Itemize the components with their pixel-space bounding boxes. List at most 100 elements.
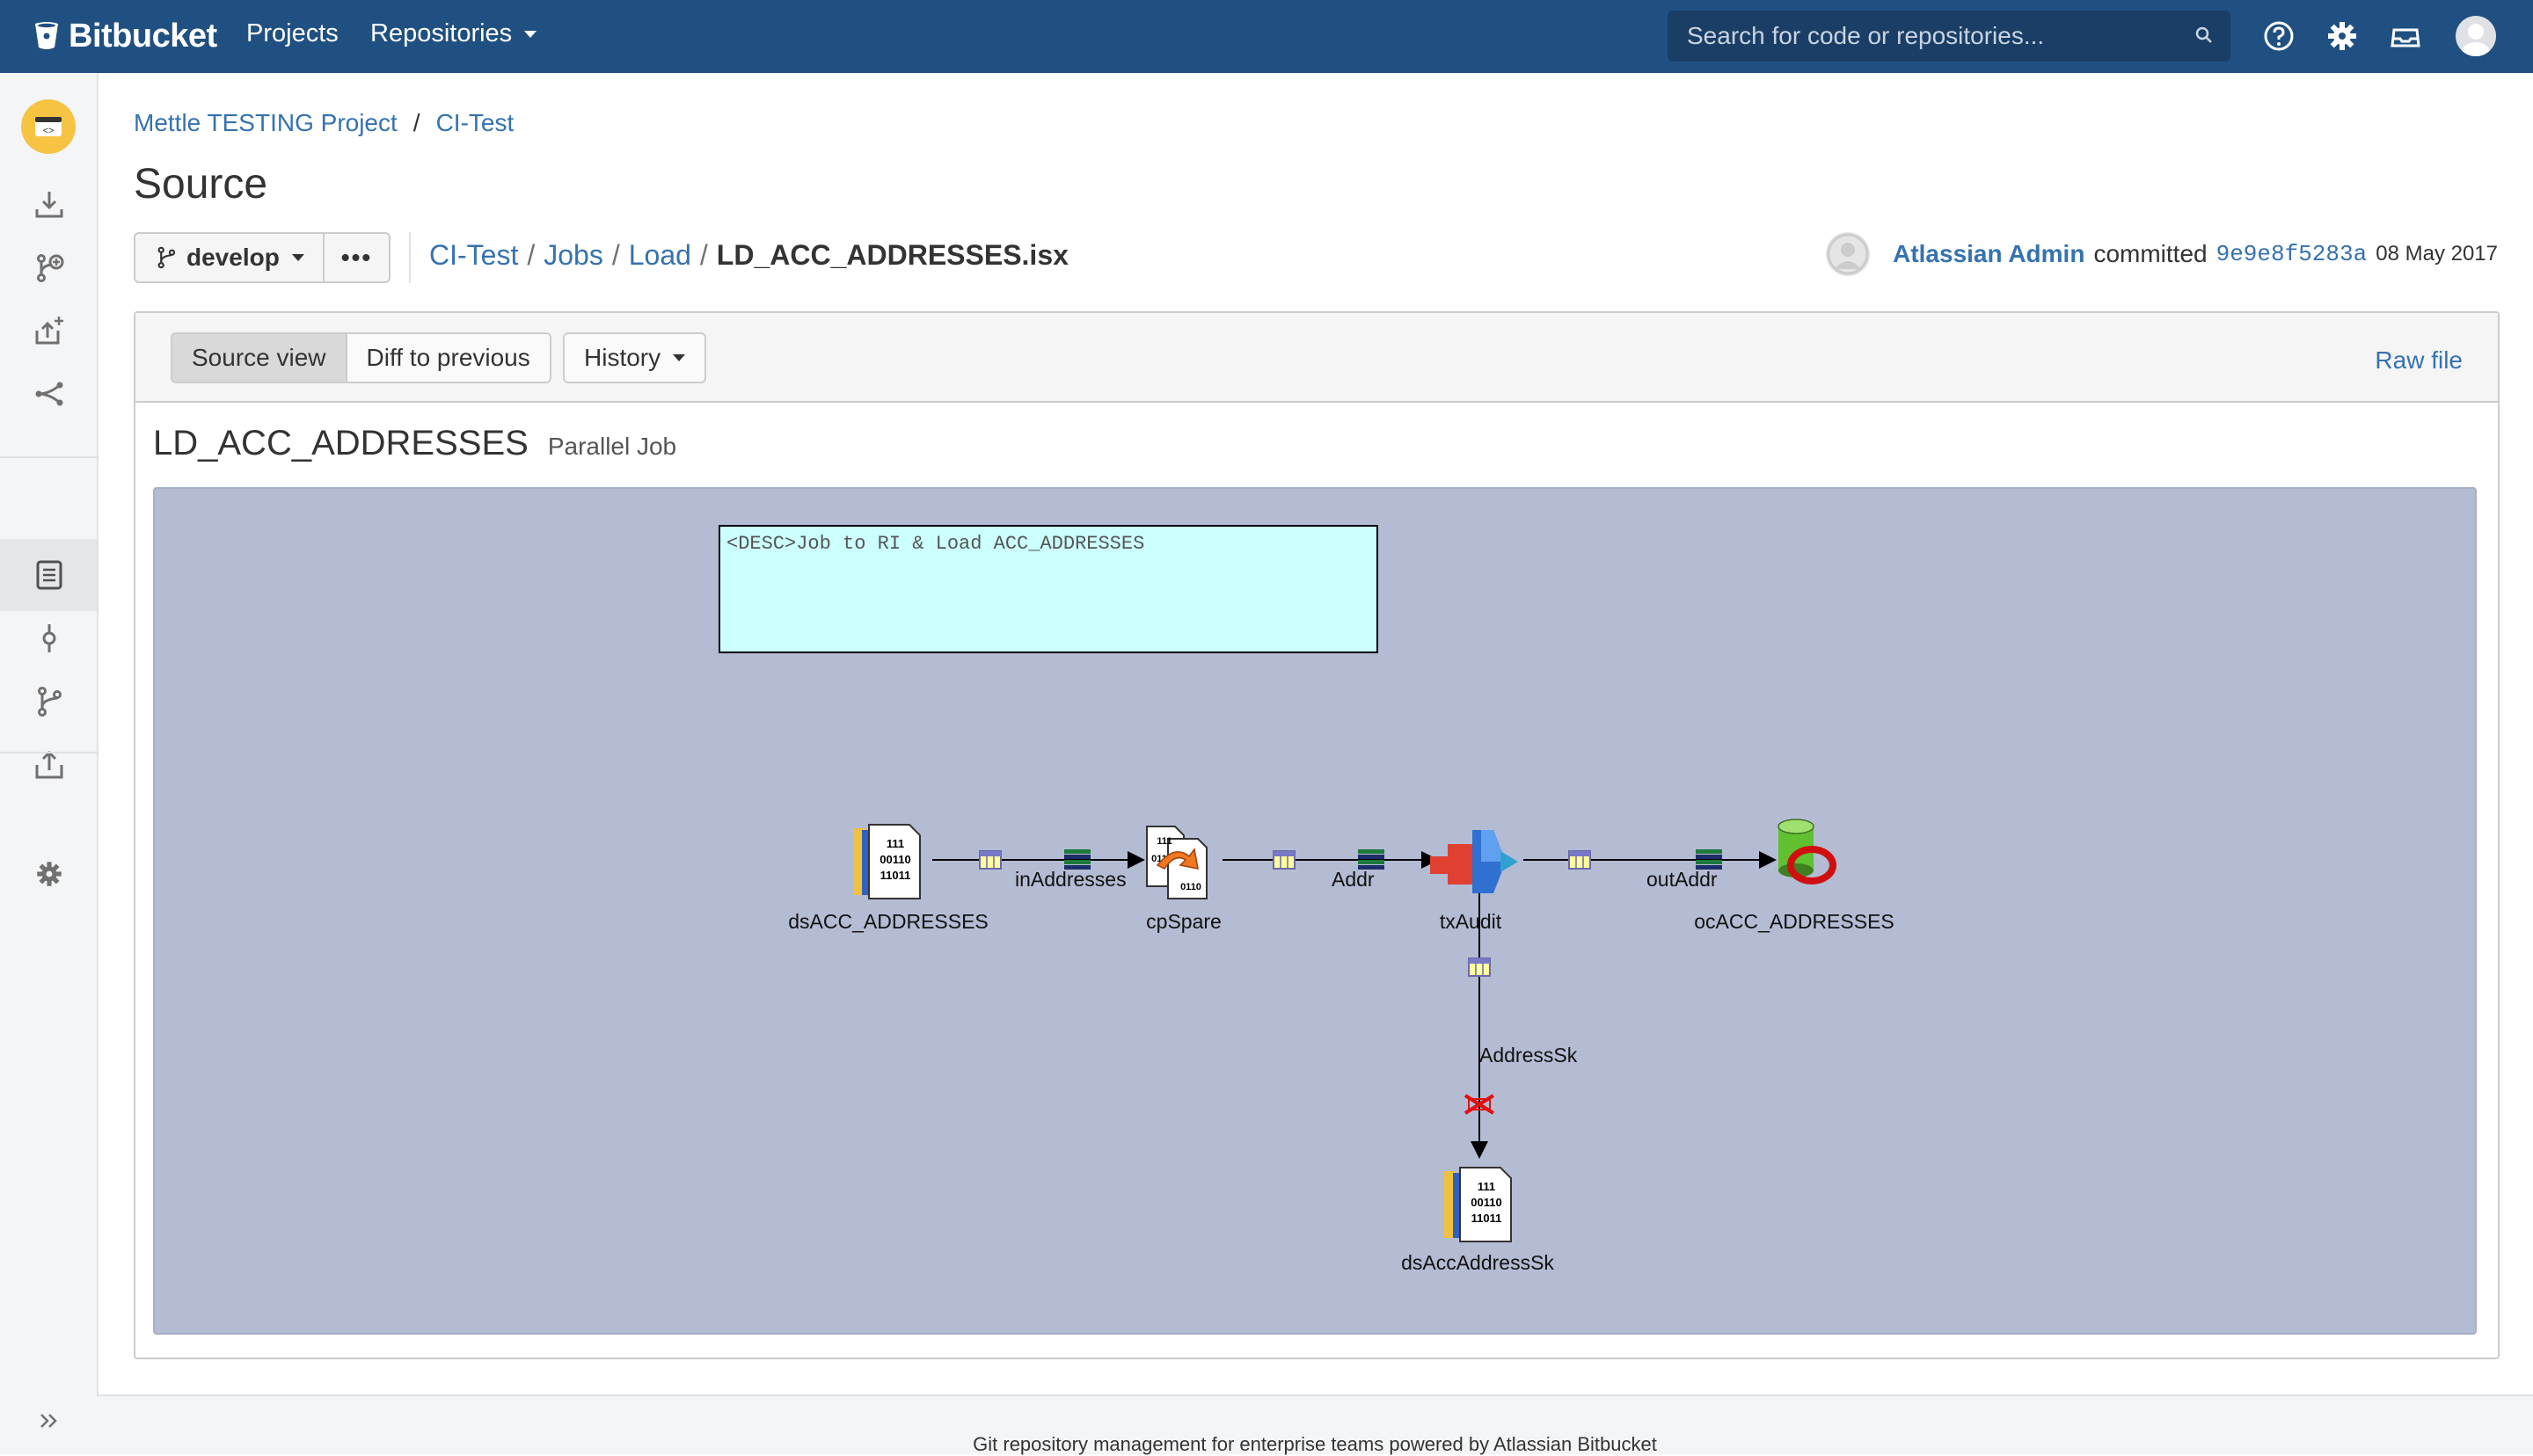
footer	[97, 1396, 2533, 1454]
search-input[interactable]	[1685, 21, 2181, 51]
search-box[interactable]	[1668, 11, 2230, 62]
breadcrumb-repo[interactable]: CI-Test	[435, 109, 515, 136]
nav-repositories-label: Repositories	[370, 19, 513, 47]
path-separator: /	[699, 239, 708, 271]
expand-sidebar-icon[interactable]	[29, 1401, 69, 1441]
gear-icon[interactable]	[2324, 18, 2361, 55]
transformer-stage-icon[interactable]	[1430, 830, 1518, 893]
nav-repositories[interactable]: Repositories	[370, 19, 537, 48]
path-segment[interactable]: CI-Test	[429, 239, 519, 271]
sidebar-separator	[0, 752, 97, 753]
history-label: History	[584, 344, 661, 371]
footer-text: Git repository management for enterprise…	[973, 1433, 1657, 1455]
file-icon-text: 11011	[880, 869, 911, 882]
branches-icon[interactable]	[29, 681, 69, 722]
path-segment[interactable]: Load	[628, 239, 691, 271]
breadcrumb-project[interactable]: Mettle TESTING Project	[134, 109, 398, 136]
branch-selector: develop •••	[134, 232, 391, 283]
inbox-icon[interactable]	[2387, 18, 2424, 55]
commit-hash[interactable]: 9e9e8f5283a	[2215, 241, 2368, 267]
chevron-down-icon	[291, 254, 304, 261]
help-icon[interactable]	[2260, 18, 2297, 55]
dataset-stage-icon[interactable]: 111 00110 11011	[1444, 1167, 1512, 1242]
page-title: Source	[134, 161, 268, 207]
dataset-stage-icon[interactable]: 111 00110 11011	[853, 824, 921, 899]
source-view-button[interactable]: Source view	[172, 334, 347, 382]
raw-file-link[interactable]: Raw file	[2375, 346, 2463, 374]
footer-separator	[97, 1394, 2533, 1396]
job-type: Parallel Job	[547, 433, 677, 460]
file-icon-text: 00110	[880, 853, 910, 866]
svg-text:<>: <>	[43, 126, 55, 136]
job-name: LD_ACC_ADDRESSES	[153, 424, 529, 462]
commits-icon[interactable]	[29, 618, 69, 659]
link-marker	[1273, 850, 1296, 870]
chevron-down-icon	[524, 30, 537, 38]
commit-verb: committed	[2093, 240, 2208, 267]
bitbucket-logo[interactable]: Bitbucket	[33, 16, 217, 56]
database-stage-icon[interactable]	[1777, 819, 1836, 885]
link-label: inAddresses	[1015, 868, 1127, 891]
partition-marker	[1358, 849, 1384, 870]
pull-requests-icon[interactable]	[29, 745, 69, 785]
code-repo-icon: <>	[21, 99, 76, 154]
author-avatar[interactable]	[1826, 232, 1871, 276]
link-marker	[1468, 957, 1491, 977]
link-label: outAddr	[1646, 868, 1718, 891]
logo-text: Bitbucket	[69, 17, 217, 55]
link-marker	[1568, 850, 1591, 870]
history-dropdown[interactable]: History	[563, 332, 707, 383]
nav-projects[interactable]: Projects	[246, 19, 339, 47]
breadcrumb-separator: /	[412, 109, 420, 136]
file-icon-text: 111	[1478, 1180, 1495, 1193]
divider	[409, 232, 411, 283]
link-marker	[979, 850, 1002, 870]
settings-icon[interactable]	[29, 854, 69, 894]
chevron-down-icon	[673, 354, 686, 361]
view-mode-toggle: Source view Diff to previous	[171, 332, 551, 383]
copy-icon-text: 111	[1157, 836, 1172, 847]
stage-label: txAudit	[1440, 910, 1502, 933]
last-commit-info: Atlassian Admin committed 9e9e8f5283a 08…	[1826, 232, 2498, 276]
copy-stage-icon[interactable]: 111 011 0110	[1146, 826, 1208, 899]
branch-dropdown[interactable]: develop	[135, 234, 325, 281]
stage-label: dsACC_ADDRESSES	[788, 910, 989, 933]
file-icon-text: 111	[887, 837, 904, 850]
stage-label: dsAccAddressSk	[1401, 1251, 1554, 1274]
fork-icon[interactable]	[29, 374, 69, 414]
job-diagram: <DESC>Job to RI & Load ACC_ADDRESSES	[719, 525, 1894, 1274]
partition-marker	[1064, 849, 1091, 870]
commit-date: 08 May 2017	[2376, 242, 2498, 266]
user-icon	[1827, 233, 1869, 275]
diff-to-previous-button[interactable]: Diff to previous	[347, 334, 550, 382]
create-pull-request-icon[interactable]	[29, 310, 69, 351]
job-header: LD_ACC_ADDRESSES Parallel Job	[153, 424, 676, 463]
partition-marker	[1696, 849, 1722, 870]
copy-icon-text: 0110	[1180, 882, 1201, 892]
file-icon-text: 11011	[1471, 1212, 1502, 1225]
file-path: CI-Test / Jobs / Load / LD_ACC_ADDRESSES…	[429, 239, 1069, 272]
link-label: AddressSk	[1479, 1044, 1578, 1067]
user-avatar[interactable]	[2456, 16, 2496, 56]
search-icon[interactable]	[2194, 25, 2215, 46]
path-segment[interactable]: Jobs	[544, 239, 603, 271]
user-icon	[2462, 24, 2490, 56]
file-icon-text: 00110	[1471, 1196, 1501, 1209]
file-toolbar: Source view Diff to previous History Raw…	[135, 313, 2498, 403]
more-actions-button[interactable]: •••	[340, 244, 373, 271]
sidebar: <>	[0, 73, 99, 1454]
job-diagram-canvas: <DESC>Job to RI & Load ACC_ADDRESSES	[153, 487, 2477, 1335]
bitbucket-icon	[35, 22, 58, 49]
clone-icon[interactable]	[29, 184, 69, 224]
repository-avatar[interactable]: <>	[21, 99, 76, 154]
link-label: Addr	[1332, 868, 1375, 891]
sidebar-separator	[0, 456, 97, 458]
path-separator: /	[527, 239, 536, 271]
current-file-name: LD_ACC_ADDRESSES.isx	[716, 239, 1069, 271]
source-icon[interactable]	[29, 555, 69, 595]
path-separator: /	[611, 239, 620, 271]
description-text: <DESC>Job to RI & Load ACC_ADDRESSES	[726, 533, 1144, 555]
commit-author[interactable]: Atlassian Admin	[1893, 240, 2085, 267]
breadcrumb: Mettle TESTING Project / CI-Test	[134, 109, 514, 137]
create-branch-icon[interactable]	[29, 247, 69, 288]
